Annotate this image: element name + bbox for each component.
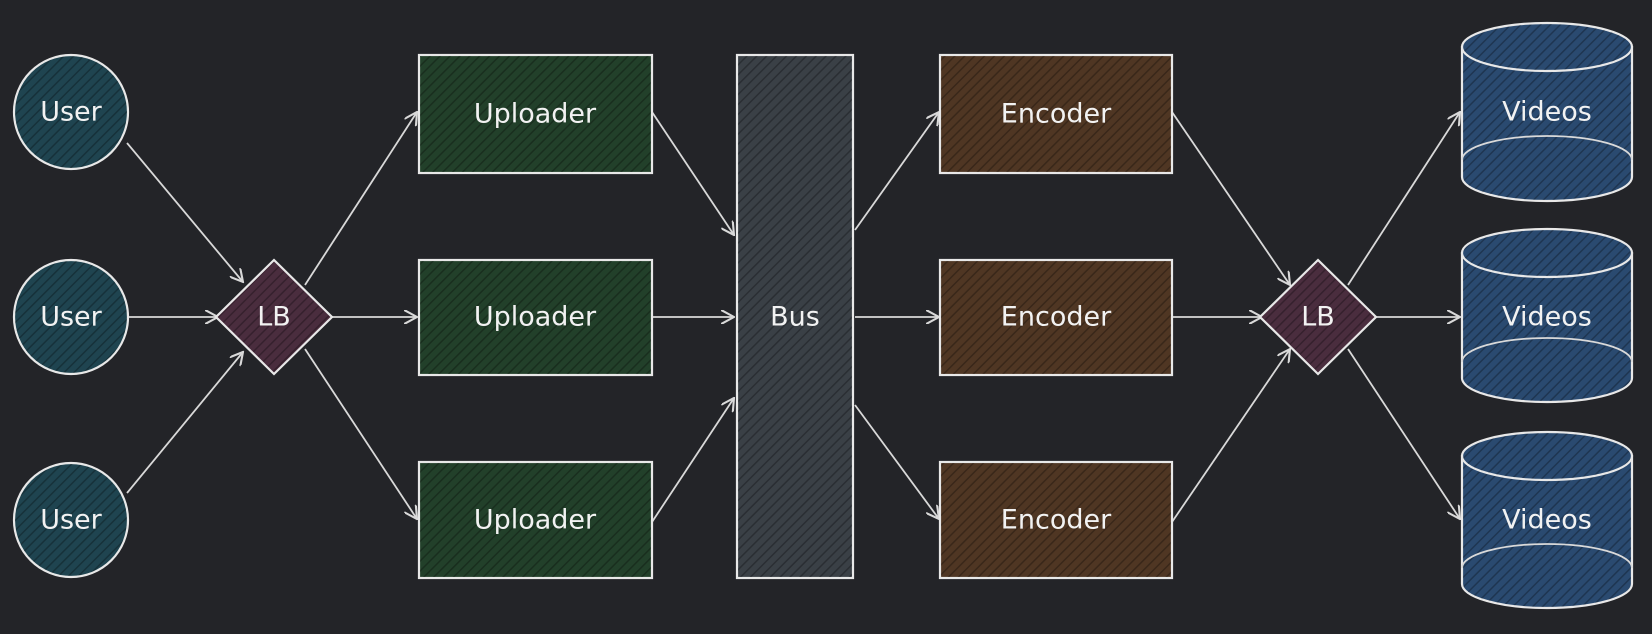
videos-label: Videos bbox=[1502, 302, 1592, 333]
lb-label: LB bbox=[257, 302, 291, 333]
edge-lb-uploader1 bbox=[304, 112, 417, 286]
bus-node: Bus bbox=[735, 53, 855, 580]
uploader-label: Uploader bbox=[474, 505, 597, 536]
uploader-node-1: Uploader bbox=[417, 53, 654, 175]
videos-label: Videos bbox=[1502, 97, 1592, 128]
videos-node-3: Videos bbox=[1460, 430, 1634, 610]
edge-uploader3-bus bbox=[651, 398, 734, 523]
edge-uploader1-bus bbox=[651, 111, 734, 235]
edge-bus-encoder1 bbox=[854, 112, 939, 231]
lb-label: LB bbox=[1301, 302, 1335, 333]
encoder-node-1: Encoder bbox=[938, 53, 1174, 175]
user-node-3: User bbox=[12, 461, 130, 579]
edge-encoder1-lb bbox=[1171, 111, 1290, 285]
bus-label: Bus bbox=[770, 302, 820, 333]
edge-encoder3-lb bbox=[1171, 349, 1290, 523]
edge-lb-uploader3 bbox=[304, 348, 417, 519]
user-label: User bbox=[40, 505, 102, 536]
encoder-node-3: Encoder bbox=[938, 460, 1174, 580]
edge-bus-encoder3 bbox=[854, 404, 939, 519]
edge-user3-lb bbox=[126, 352, 243, 494]
uploader-node-2: Uploader bbox=[417, 258, 654, 377]
encoder-node-2: Encoder bbox=[938, 258, 1174, 377]
encoder-label: Encoder bbox=[1001, 302, 1112, 333]
encoder-label: Encoder bbox=[1001, 99, 1112, 130]
videos-label: Videos bbox=[1502, 505, 1592, 536]
uploader-node-3: Uploader bbox=[417, 460, 654, 580]
user-label: User bbox=[40, 302, 102, 333]
edge-lb-videos1 bbox=[1347, 112, 1460, 286]
encoder-label: Encoder bbox=[1001, 505, 1112, 536]
load-balancer-in: LB bbox=[214, 258, 334, 376]
edge-user1-lb bbox=[126, 142, 243, 282]
edges bbox=[126, 111, 1460, 523]
videos-node-1: Videos bbox=[1460, 21, 1634, 203]
edge-lb-videos3 bbox=[1347, 348, 1460, 519]
load-balancer-out: LB bbox=[1258, 258, 1378, 376]
videos-node-2: Videos bbox=[1460, 227, 1634, 404]
user-label: User bbox=[40, 97, 102, 128]
user-node-1: User bbox=[12, 53, 130, 171]
uploader-label: Uploader bbox=[474, 302, 597, 333]
uploader-label: Uploader bbox=[474, 99, 597, 130]
user-node-2: User bbox=[12, 258, 130, 376]
